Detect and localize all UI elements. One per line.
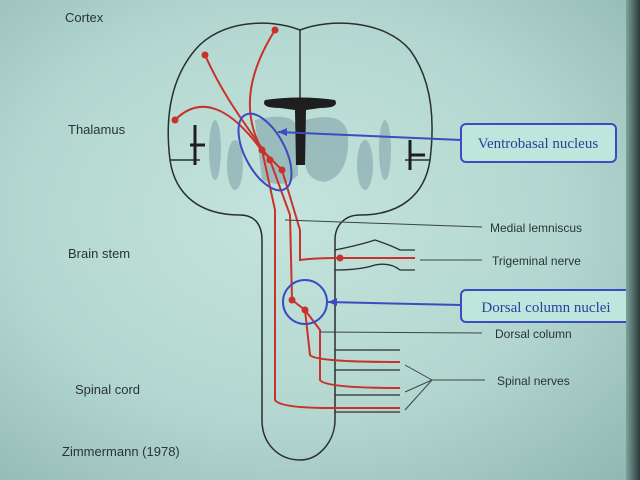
nerve-roots [334, 239, 415, 413]
sensory-pathways [174, 29, 415, 409]
ventrobasal-nucleus-label: Ventrobasal nucleus [478, 136, 599, 152]
leader-lines [284, 219, 485, 411]
level-label-brain-stem: Brain stem [68, 246, 130, 261]
sulcus-mark [408, 140, 425, 170]
ventricle [264, 97, 336, 165]
citation: Zimmermann (1978) [62, 444, 180, 459]
sulcus-mark [190, 125, 205, 165]
dorsal-column-label: Dorsal column [495, 327, 572, 341]
neuron-bodies [171, 26, 344, 314]
callout-ventrobasal: Ventrobasal nucleus [237, 112, 617, 192]
dorsal-column-nuclei-label: Dorsal column nuclei [481, 300, 610, 316]
level-label-spinal-cord: Spinal cord [75, 382, 140, 397]
callout-dorsal-column-nuclei: Dorsal column nuclei [282, 279, 632, 325]
level-label-thalamus: Thalamus [68, 122, 126, 137]
medial-lemniscus-label: Medial lemniscus [490, 221, 582, 235]
spinal-nerves-label: Spinal nerves [497, 374, 570, 388]
screen-edge [626, 0, 640, 480]
level-label-cortex: Cortex [65, 10, 104, 25]
trigeminal-nerve-label: Trigeminal nerve [492, 254, 581, 268]
